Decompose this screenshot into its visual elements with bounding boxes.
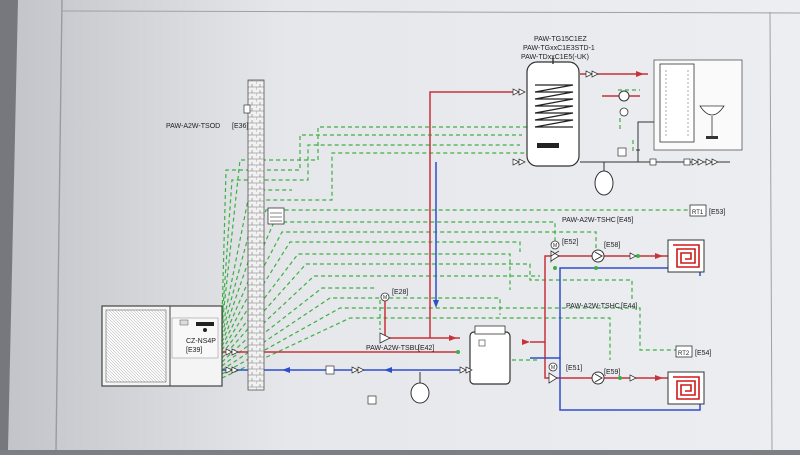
diverter-valve: M bbox=[379, 292, 391, 344]
underfloor-heating-zone-2 bbox=[667, 371, 705, 405]
rt2-label: RT2 bbox=[678, 351, 690, 357]
rt2-code-label: [E54] bbox=[695, 350, 711, 357]
outdoor-heat-pump bbox=[101, 305, 223, 387]
zone2-code-label: [E44] bbox=[621, 303, 637, 310]
svg-text:M: M bbox=[553, 243, 557, 249]
zone1-sensor-label: PAW-A2W-TSHC bbox=[562, 217, 616, 224]
mixing-valve-zone-2: M bbox=[548, 362, 558, 384]
dhw-expansion-vessel bbox=[594, 162, 614, 196]
blue-arrows bbox=[282, 300, 439, 373]
unit-code-label: [E39] bbox=[186, 347, 202, 354]
tank-model-label-3: PAW-TDxxC1E5(-UK) bbox=[521, 54, 589, 61]
buffer-sensor-label: PAW-A2W-TSBU bbox=[366, 345, 419, 352]
room-thermostat-1 bbox=[689, 204, 707, 217]
outdoor-sensor-label: PAW-A2W-TSOD bbox=[166, 123, 220, 130]
underfloor-heating-zone-1 bbox=[667, 239, 705, 273]
dhw-cylinder bbox=[526, 58, 580, 167]
pump-dhw-circ bbox=[618, 90, 630, 117]
heating-expansion-vessel bbox=[410, 372, 430, 404]
zone2-sensor-label: PAW-A2W-TSHC bbox=[566, 303, 620, 310]
supply-lines bbox=[222, 73, 670, 379]
tank-model-label-2: PAW-TGxxC1E3STD-1 bbox=[523, 45, 595, 52]
rt1-code-label: [E53] bbox=[709, 209, 725, 216]
sheet-border-top bbox=[61, 10, 800, 14]
zone2-pump-label: [E59] bbox=[604, 369, 620, 376]
sheet-border-left bbox=[55, 0, 63, 451]
chimney-wall bbox=[247, 79, 265, 391]
buffer-code-label: [E42] bbox=[418, 345, 434, 352]
room-thermostat-2 bbox=[675, 345, 693, 358]
zone1-code-label: [E45] bbox=[617, 217, 633, 224]
pump-zone-2 bbox=[591, 371, 605, 385]
tank-model-label-1: PAW-TG15C1EZ bbox=[534, 36, 587, 43]
zone1-mixer-label: [E52] bbox=[562, 239, 578, 246]
outdoor-sensor-code: [E36] bbox=[232, 123, 248, 130]
unit-model-label: CZ-NS4P bbox=[186, 338, 216, 345]
inline-valves bbox=[225, 70, 719, 405]
pump-zone-1 bbox=[591, 249, 605, 263]
rt1-label: RT1 bbox=[692, 210, 704, 216]
valve-code-label: [E28] bbox=[392, 289, 408, 296]
outdoor-sensor-symbol bbox=[243, 104, 251, 114]
buffer-tank bbox=[469, 325, 511, 385]
sheet-border-right bbox=[769, 11, 773, 451]
bathroom-fixtures bbox=[653, 59, 743, 151]
red-arrows bbox=[449, 71, 663, 381]
green-junctions bbox=[456, 254, 640, 380]
svg-text:M: M bbox=[383, 295, 387, 301]
zone2-mixer-label: [E51] bbox=[566, 365, 582, 372]
zone1-pump-label: [E58] bbox=[604, 242, 620, 249]
mixing-valve-zone-1: M bbox=[550, 240, 560, 262]
controller-display-symbol bbox=[267, 207, 285, 225]
svg-text:M: M bbox=[551, 365, 555, 371]
